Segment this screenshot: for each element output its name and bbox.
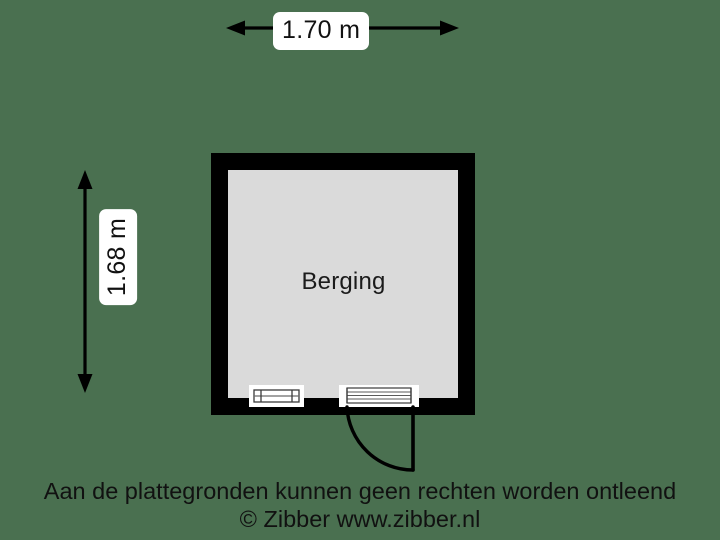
dimension-arrow-left — [77, 170, 93, 393]
footer-disclaimer: Aan de plattegronden kunnen geen rechten… — [43, 478, 677, 504]
room-floor — [228, 170, 458, 398]
footer-copyright: © Zibber www.zibber.nl — [239, 506, 481, 532]
dimension-label-width: 1.70 m — [273, 12, 370, 50]
footer: Aan de plattegronden kunnen geen rechten… — [0, 477, 720, 534]
room-name-label: Berging — [301, 268, 386, 295]
dimension-label-height: 1.68 m — [99, 208, 138, 306]
window-icon — [249, 385, 304, 407]
door-icon — [339, 385, 419, 472]
room-walls — [211, 153, 475, 415]
